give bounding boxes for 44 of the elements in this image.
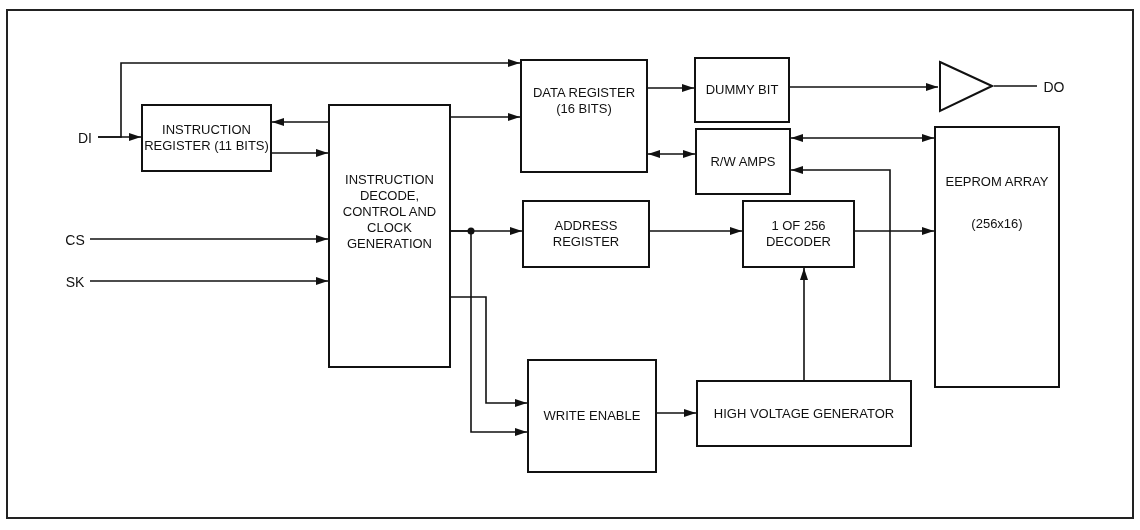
arrow: [789, 83, 939, 91]
block-label: INSTRUCTION DECODE, CONTROL AND CLOCK GENERATION: [341, 172, 438, 252]
signal-label: DO: [1037, 78, 1071, 96]
logic-block: [694, 57, 790, 123]
block-label: WRITE ENABLE: [543, 408, 641, 424]
block-label: INSTRUCTION REGISTER (11 BITS): [143, 122, 270, 154]
arrow: [450, 296, 528, 407]
arrow: [89, 277, 329, 285]
block-label: ADDRESS REGISTER: [551, 218, 621, 250]
arrow: [656, 409, 697, 417]
arrow: [450, 113, 521, 121]
buffer-symbol: [938, 60, 994, 113]
block-label: EEPROM ARRAY: [945, 174, 1049, 190]
arrow: [854, 227, 935, 235]
memory-array-block: [934, 126, 1060, 388]
arrow: [647, 150, 696, 158]
block-label: DATA REGISTER (16 BITS): [531, 85, 637, 117]
arrow: [790, 166, 891, 381]
register-block: [522, 200, 650, 268]
block-sublabel: (256x16): [971, 216, 1023, 232]
register-block: [520, 59, 648, 173]
block-label: R/W AMPS: [710, 153, 776, 170]
control-block: [527, 359, 657, 473]
block-label: 1 OF 256 DECODER: [765, 218, 832, 250]
generator-block: [696, 380, 912, 447]
signal-label: DI: [72, 129, 98, 147]
arrow: [97, 59, 521, 138]
signal-label: SK: [60, 273, 90, 291]
control-block: [328, 104, 451, 368]
decoder-block: [742, 200, 855, 268]
block-label: HIGH VOLTAGE GENERATOR: [713, 405, 895, 422]
signal-line: [993, 85, 1038, 87]
arrow: [271, 118, 329, 126]
signal-label: CS: [60, 231, 90, 249]
arrow: [89, 235, 329, 243]
arrow: [649, 227, 743, 235]
arrow: [647, 84, 695, 92]
register-block: [141, 104, 272, 172]
arrow: [790, 134, 935, 142]
arrow: [800, 267, 808, 381]
amplifier-block: [695, 128, 791, 195]
arrow: [450, 230, 528, 436]
arrow: [271, 149, 329, 157]
block-label: DUMMY BIT: [705, 82, 779, 98]
